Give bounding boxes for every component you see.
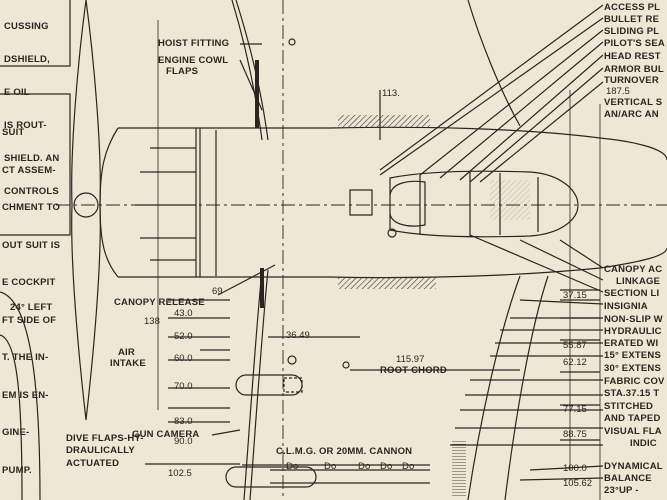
label-cannon: C.L.M.G. OR 20MM. CANNON: [276, 446, 413, 457]
label-access: ACCESS PL: [604, 2, 661, 13]
station-num-right: 37.15: [563, 290, 587, 301]
station-num: 90.0: [174, 436, 193, 447]
note-line: T. THE IN-: [2, 352, 49, 363]
note-left-mid: SUIT CT ASSEM- CHMENT TO OUT SUIT IS E C…: [2, 102, 60, 490]
hoist-fitting-box: [349, 189, 373, 216]
station-num: 138: [144, 316, 160, 327]
label-engine-cowl-flaps: FLAPS: [166, 66, 199, 77]
note-box-mid: [0, 93, 71, 236]
label-do-5: Do: [402, 461, 415, 472]
wing-leading-edge-lower: [243, 269, 263, 500]
station-num-right: 100.0: [563, 463, 587, 474]
note-line: E OIL: [4, 87, 30, 98]
label-erated: ERATED WI: [604, 338, 659, 349]
station-num-right: 55.87: [563, 340, 587, 351]
propeller: [71, 0, 101, 421]
fuselage-nose: [99, 127, 119, 278]
label-an-arc: AN/ARC AN: [604, 109, 659, 120]
note-line: EM IS EN-: [2, 389, 49, 401]
wing-trailing-edge-upper: [467, 0, 521, 127]
note-line: DSHIELD,: [4, 54, 50, 65]
label-do-2: Do: [324, 461, 337, 472]
label-24-left: 24° LEFT: [10, 302, 53, 313]
label-root-chord: ROOT CHORD: [380, 365, 447, 376]
label-station-113: 113.: [382, 88, 400, 99]
label-linkage: LINKAGE: [616, 276, 661, 287]
canopy: [389, 170, 579, 238]
label-bullet: BULLET RE: [604, 14, 660, 25]
label-hydraulic: HYDRAULIC: [604, 326, 662, 337]
station-num-right: 187.5: [606, 86, 630, 97]
station-num: 102.5: [168, 468, 192, 479]
note-line: CT ASSEM-: [2, 164, 56, 176]
station-num: 83.0: [174, 416, 193, 427]
label-dive-flaps-2: DRAULICALLY: [66, 445, 135, 456]
label-insignia: INSIGNIA: [604, 301, 648, 312]
label-sliding: SLIDING PL: [604, 26, 660, 37]
label-do-3: Do: [358, 461, 371, 472]
label-dive-flaps-3: ACTUATED: [66, 458, 120, 469]
note-box-top: [0, 0, 71, 67]
station-num: 60.0: [174, 353, 193, 364]
note-line: SUIT: [2, 127, 25, 138]
label-canopy-act: CANOPY AC: [604, 264, 663, 275]
label-section: SECTION LI: [604, 288, 660, 299]
label-turnover: TURNOVER: [604, 75, 659, 86]
label-do-1: Do: [286, 461, 299, 472]
label-dynamical: DYNAMICAL: [604, 461, 663, 472]
note-line: OUT SUIT IS: [2, 239, 61, 251]
note-line: E COCKPIT: [2, 277, 56, 288]
label-engine-cowl: ENGINE COWL: [158, 55, 229, 66]
note-line: CONTROLS: [4, 186, 59, 197]
label-air: AIR: [118, 347, 135, 358]
note-line: FT SIDE OF: [2, 314, 57, 326]
hatched-armor-top: [338, 115, 430, 128]
label-visual: VISUAL FLA: [604, 426, 662, 437]
note-left-top: CUSSING DSHIELD, E OIL IS ROUT- SHIELD. …: [4, 0, 59, 208]
label-balance: BALANCE: [604, 473, 652, 484]
label-taped: AND TAPED: [604, 413, 661, 424]
station-num: 70.0: [174, 381, 193, 392]
label-head-rest: HEAD REST: [604, 51, 661, 62]
note-line: SHIELD. AN: [4, 153, 60, 164]
station-num: 69: [212, 286, 223, 297]
dimension-36-49: 36.49: [286, 330, 310, 341]
note-line: PUMP.: [2, 464, 32, 476]
station-num-right: 105.62: [563, 478, 593, 489]
station-num: 43.0: [174, 308, 193, 319]
label-30-ext: 30° EXTENS: [604, 363, 662, 374]
label-dive-flaps-1: DIVE FLAPS-HY-: [66, 433, 144, 444]
label-do-4: Do: [380, 461, 393, 472]
label-root-chord-value: 115.97: [396, 354, 425, 365]
note-line: CUSSING: [4, 21, 49, 32]
note-line: GINE-: [2, 427, 30, 438]
label-intake: INTAKE: [110, 358, 146, 369]
hatched-armor-bottom: [338, 277, 436, 289]
station-num-right: 88.75: [563, 429, 587, 440]
hatched-flap: [452, 440, 466, 496]
station-num-right: 77.15: [563, 404, 587, 415]
label-stitched: STITCHED: [604, 401, 654, 412]
label-vertical: VERTICAL S: [604, 97, 663, 108]
label-sta-3715: STA.37.15 T: [604, 388, 660, 399]
wing-trailing-edge-lower: [467, 275, 521, 500]
label-23-up: 23°UP -: [604, 485, 639, 496]
label-indic: INDIC: [630, 438, 657, 449]
note-line: IS ROUT-: [4, 120, 47, 131]
label-nonslip: NON-SLIP W: [604, 314, 663, 325]
label-pilots-seat: PILOT'S SEA: [604, 38, 665, 49]
note-line: CHMENT TO: [2, 202, 61, 213]
label-hoist-fitting: HOIST FITTING: [158, 38, 230, 49]
label-15-ext: 15° EXTENS: [604, 350, 662, 361]
label-gun-camera: GUN CAMERA: [132, 429, 200, 440]
station-num: 52.0: [174, 331, 193, 342]
label-fabric: FABRIC COV: [604, 376, 665, 387]
wing-leading-edge-upper: [231, 0, 263, 141]
station-num-right: 62.12: [563, 357, 587, 368]
label-canopy-release: CANOPY RELEASE: [114, 297, 205, 308]
label-armor: ARMOR BUL: [604, 64, 664, 75]
